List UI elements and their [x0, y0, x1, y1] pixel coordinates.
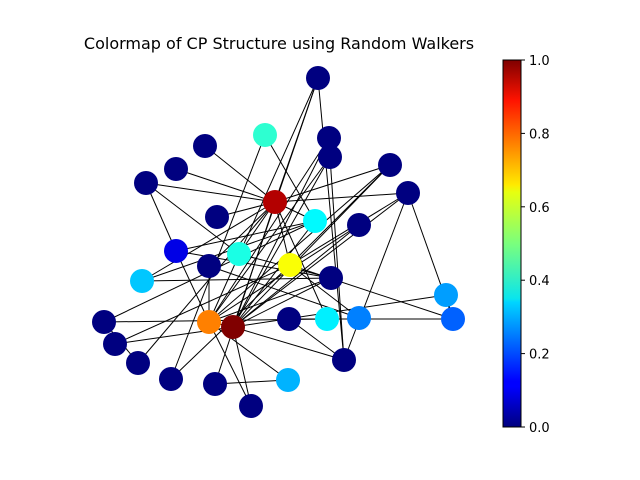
edge: [264, 134, 316, 222]
node: [92, 310, 116, 334]
edge: [204, 145, 276, 203]
edge: [289, 264, 360, 319]
edges-layer: [103, 77, 454, 407]
edge: [208, 137, 330, 323]
colorbar-tick-label: 0.6: [529, 201, 550, 216]
edge: [175, 168, 276, 203]
edge: [208, 321, 289, 381]
edge: [208, 156, 331, 323]
colorbar-tick-label: 0.8: [529, 127, 550, 142]
edge: [145, 182, 276, 203]
edge: [208, 201, 276, 267]
node: [277, 307, 301, 331]
node: [303, 209, 327, 233]
node: [306, 66, 330, 90]
node: [239, 394, 263, 418]
nodes-layer: [92, 66, 465, 418]
node: [396, 181, 420, 205]
edge: [232, 294, 447, 328]
edge: [343, 192, 409, 361]
edge: [170, 134, 266, 380]
edge: [214, 379, 289, 385]
node: [315, 307, 339, 331]
node: [317, 126, 341, 150]
colorbar-tick-label: 0.0: [529, 421, 550, 436]
node: [253, 123, 277, 147]
edge: [232, 224, 360, 328]
node: [441, 307, 465, 331]
chart-title: Colormap of CP Structure using Random Wa…: [84, 34, 474, 53]
node: [164, 157, 188, 181]
edge: [317, 77, 345, 361]
colorbar-tick-label: 1.0: [529, 54, 550, 69]
node: [318, 145, 342, 169]
node: [319, 266, 343, 290]
node: [378, 153, 402, 177]
node: [197, 254, 221, 278]
edge: [175, 250, 210, 323]
edge: [232, 326, 252, 407]
node: [159, 367, 183, 391]
edge: [232, 277, 332, 328]
edge: [137, 201, 276, 364]
node: [347, 213, 371, 237]
edge: [141, 201, 276, 282]
colorbar-ticks: 0.0 0.2 0.4 0.6 0.8 1.0: [521, 54, 550, 436]
node: [103, 332, 127, 356]
node: [203, 372, 227, 396]
edge: [232, 164, 391, 328]
edge: [232, 192, 409, 328]
node: [130, 269, 154, 293]
node: [126, 351, 150, 375]
edge: [329, 156, 345, 361]
node: [263, 190, 287, 214]
edge: [175, 220, 316, 252]
edge: [208, 321, 252, 407]
node: [197, 310, 221, 334]
edge: [145, 182, 177, 252]
node: [276, 368, 300, 392]
edge: [208, 164, 391, 323]
colorbar: 0.0 0.2 0.4 0.6 0.8 1.0: [502, 54, 550, 436]
node: [347, 306, 371, 330]
edge: [232, 326, 345, 361]
node: [221, 315, 245, 339]
node: [227, 242, 251, 266]
edge: [232, 156, 331, 328]
node: [164, 239, 188, 263]
colorbar-tick-label: 0.2: [529, 348, 550, 363]
colorbar-gradient: [502, 59, 522, 428]
edge: [208, 277, 332, 323]
edge: [114, 264, 291, 345]
edge: [232, 220, 316, 328]
node: [332, 348, 356, 372]
edge: [175, 250, 332, 279]
node: [134, 171, 158, 195]
node: [193, 134, 217, 158]
colorbar-tick-label: 0.4: [529, 274, 550, 289]
node: [205, 205, 229, 229]
edge: [232, 137, 330, 328]
edge: [274, 192, 409, 203]
edge: [289, 264, 454, 320]
node: [434, 283, 458, 307]
edge: [274, 164, 391, 203]
node: [278, 253, 302, 277]
